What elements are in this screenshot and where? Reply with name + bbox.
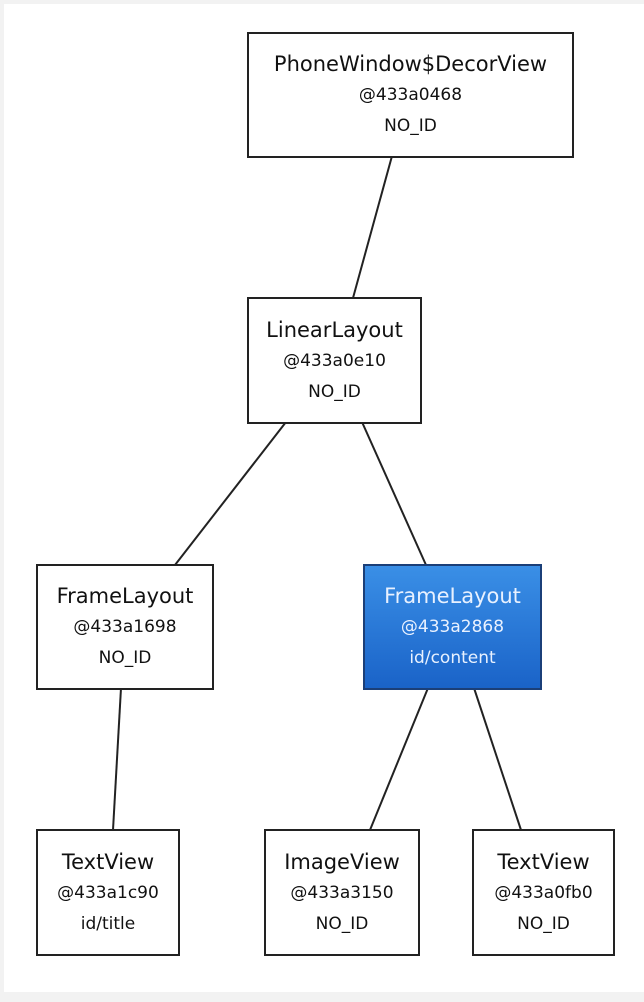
- node-text-view-2[interactable]: TextView @433a0fb0 NO_ID: [472, 829, 615, 956]
- node-class-name: PhoneWindow$DecorView: [273, 52, 548, 76]
- edge-decor-linear: [352, 155, 393, 299]
- node-class-name: TextView: [497, 849, 590, 874]
- node-image-view[interactable]: ImageView @433a3150 NO_ID: [264, 829, 420, 956]
- node-hash: @433a2868: [400, 617, 505, 637]
- edge-frame2-imageview: [369, 687, 429, 831]
- node-hash: @433a3150: [290, 882, 394, 903]
- node-class-name: TextView: [61, 849, 155, 874]
- node-class-name: LinearLayout: [266, 317, 403, 342]
- node-hash: @433a0468: [358, 85, 463, 105]
- edge-linear-frame1: [174, 421, 287, 566]
- node-hash: @433a0e10: [283, 350, 386, 371]
- node-class-name: FrameLayout: [56, 584, 194, 608]
- edge-frame1-textview1: [112, 687, 122, 831]
- node-id: NO_ID: [98, 648, 152, 668]
- node-hash: @433a0fb0: [494, 882, 593, 903]
- edge-frame2-textview2: [473, 687, 522, 831]
- node-hash: @433a1698: [73, 617, 177, 637]
- node-linear-layout[interactable]: LinearLayout @433a0e10 NO_ID: [247, 297, 422, 424]
- node-id: NO_ID: [315, 913, 369, 934]
- node-id: NO_ID: [384, 116, 437, 136]
- node-id: id/title: [80, 913, 136, 934]
- node-frame-layout-1[interactable]: FrameLayout @433a1698 NO_ID: [36, 564, 214, 690]
- node-hash: @433a1c90: [57, 882, 159, 903]
- node-decor-view[interactable]: PhoneWindow$DecorView @433a0468 NO_ID: [247, 32, 574, 158]
- edge-linear-frame2: [361, 421, 427, 566]
- node-frame-layout-content[interactable]: FrameLayout @433a2868 id/content: [363, 564, 542, 690]
- node-class-name: ImageView: [284, 849, 400, 874]
- node-id: NO_ID: [308, 381, 361, 402]
- node-text-view-title[interactable]: TextView @433a1c90 id/title: [36, 829, 180, 956]
- node-id: id/content: [409, 648, 496, 668]
- node-id: NO_ID: [517, 913, 570, 934]
- diagram-panel: [4, 4, 644, 992]
- node-class-name: FrameLayout: [384, 584, 521, 608]
